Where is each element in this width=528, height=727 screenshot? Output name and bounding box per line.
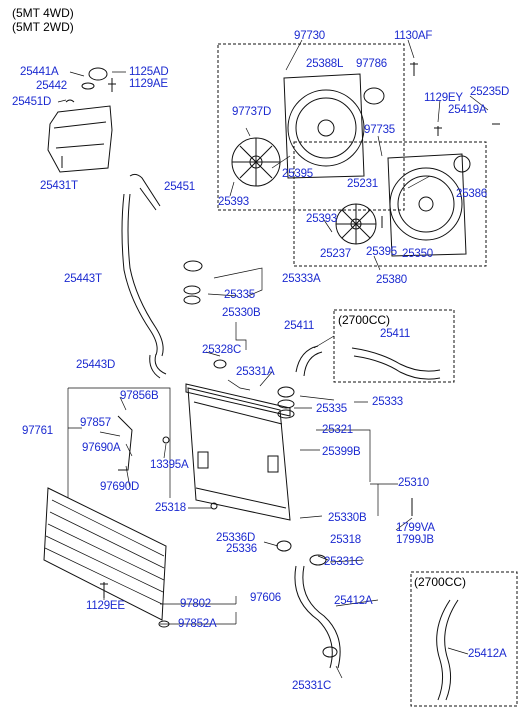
label-25451D: 25451D xyxy=(12,96,52,108)
label-25333A: 25333A xyxy=(282,273,321,285)
label-25380: 25380 xyxy=(376,274,407,286)
mount-25336 xyxy=(276,540,292,552)
label-25441A: 25441A xyxy=(20,66,59,78)
label-97735: 97735 xyxy=(364,124,395,136)
label-25399B: 25399B xyxy=(322,446,361,458)
label-25411-b: 25411 xyxy=(380,328,411,340)
label-25318-a: 25318 xyxy=(155,502,186,514)
bracket xyxy=(117,415,133,471)
label-97737D: 97737D xyxy=(232,106,272,118)
fan-motor-2 xyxy=(453,155,471,173)
label-25237: 25237 xyxy=(320,248,351,260)
label-1130AF: 1130AF xyxy=(394,30,433,42)
upper-hose xyxy=(295,345,319,373)
fan-shroud-1 xyxy=(283,73,365,179)
label-97690D: 97690D xyxy=(100,481,140,493)
label-1125AD: 1125AD xyxy=(129,66,169,78)
label-25442: 25442 xyxy=(36,80,67,92)
label-25412A-b: 25412A xyxy=(468,648,507,660)
overflow-hose-top xyxy=(129,173,161,211)
bracket-box xyxy=(67,387,171,498)
label-25393-a: 25393 xyxy=(218,196,249,208)
fan-shroud-box-2 xyxy=(293,141,487,267)
label-25335-a: 25335 xyxy=(224,289,255,301)
label-2700cc-b: (2700CC) xyxy=(414,575,467,589)
label-25335-b: 25335 xyxy=(316,403,347,415)
variant-box-2700-b xyxy=(410,571,518,707)
radiator xyxy=(187,387,291,521)
label-25419A: 25419A xyxy=(448,104,487,116)
label-25411-a: 25411 xyxy=(284,320,315,332)
label-25331A: 25331A xyxy=(236,366,275,378)
label-97786: 97786 xyxy=(356,58,387,70)
label-25331C-b: 25331C xyxy=(292,680,332,692)
label-97690A: 97690A xyxy=(82,442,121,454)
label-25336: 25336 xyxy=(226,543,257,555)
label-1129AE: 1129AE xyxy=(129,78,168,90)
fan-motor-1 xyxy=(363,87,385,105)
label-1799VA: 1799VA xyxy=(396,522,435,534)
label-25386: 25386 xyxy=(456,188,487,200)
label-25318-b: 25318 xyxy=(330,534,361,546)
label-97857: 97857 xyxy=(80,417,111,429)
label-25393-b: 25393 xyxy=(306,213,337,225)
label-25431T: 25431T xyxy=(40,180,78,192)
label-25336D: 25336D xyxy=(216,532,256,544)
label-13395A: 13395A xyxy=(150,459,189,471)
label-97802: 97802 xyxy=(180,598,211,610)
seal-25333A xyxy=(183,260,203,272)
label-97852A: 97852A xyxy=(178,618,217,630)
label-1129EE: 1129EE xyxy=(86,600,125,612)
lower-hose-2700 xyxy=(436,599,451,701)
upper-hose-2700 xyxy=(351,347,441,380)
label-25443T: 25443T xyxy=(64,273,102,285)
label-1129EY: 1129EY xyxy=(424,92,463,104)
label-25331C-a: 25331C xyxy=(324,556,364,568)
condenser xyxy=(43,487,167,621)
label-25350: 25350 xyxy=(402,248,433,260)
label-25330B-b: 25330B xyxy=(328,512,367,524)
label-25395-b: 25395 xyxy=(366,246,397,258)
label-25333: 25333 xyxy=(372,396,403,408)
label-97730: 97730 xyxy=(294,30,325,42)
fan-shroud-2 xyxy=(387,153,467,257)
fan-shroud-box xyxy=(217,43,405,211)
lower-hose xyxy=(294,565,333,669)
label-25451: 25451 xyxy=(164,181,195,193)
variant-box-2700-a xyxy=(333,309,455,383)
label-25235D: 25235D xyxy=(470,86,510,98)
label-25443D: 25443D xyxy=(76,359,116,371)
label-25412A-a: 25412A xyxy=(334,595,373,607)
label-25388L: 25388L xyxy=(306,58,344,70)
label-25328C: 25328C xyxy=(202,344,242,356)
label-1799JB: 1799JB xyxy=(396,534,434,546)
label-97606: 97606 xyxy=(250,592,281,604)
label-97761: 97761 xyxy=(22,425,53,437)
label-25330B: 25330B xyxy=(222,307,261,319)
reservoir-tank xyxy=(47,105,113,173)
label-25231: 25231 xyxy=(347,178,378,190)
overflow-hose xyxy=(121,193,158,356)
label-97856B: 97856B xyxy=(120,390,159,402)
header-line-2: (5MT 2WD) xyxy=(12,20,74,34)
label-25321: 25321 xyxy=(322,424,353,436)
reservoir-cap xyxy=(88,67,108,81)
label-2700cc-a: (2700CC) xyxy=(338,313,391,327)
label-25395-a: 25395 xyxy=(282,168,313,180)
header-line-1: (5MT 4WD) xyxy=(12,6,74,20)
label-25310: 25310 xyxy=(398,477,429,489)
